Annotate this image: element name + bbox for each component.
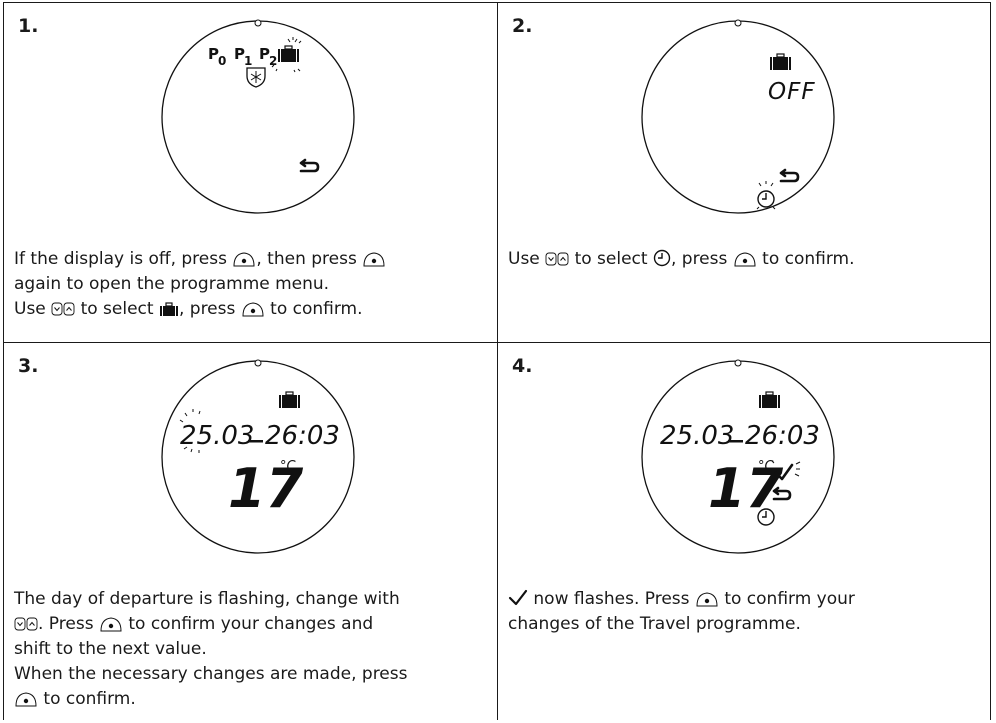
temperature-readout: 17	[228, 457, 304, 520]
svg-text:2: 2	[269, 54, 277, 68]
step-1-instructions: If the display is off, press , then pres…	[14, 247, 386, 322]
frost-protection-icon	[246, 67, 266, 88]
flashing-indicator-icon	[768, 460, 801, 477]
return-icon	[299, 158, 320, 173]
flashing-indicator-icon	[179, 409, 201, 453]
step-2-instructions: Use to select , press to confirm.	[508, 249, 855, 269]
programme-p2-indicator: P 2	[259, 45, 277, 68]
svg-text:P: P	[208, 45, 219, 63]
step-3-instructions: The day of departure is flashing, change…	[14, 589, 408, 709]
ok-button-icon	[233, 252, 255, 267]
thermostat-display-step-4: 25.03 26:03 17 °C	[641, 359, 835, 554]
thermostat-display-step-1: P 0 P 1 P 2	[161, 19, 355, 214]
clock-icon	[757, 508, 775, 526]
ok-button-icon	[363, 252, 385, 267]
return-icon	[779, 168, 800, 183]
suitcase-icon	[759, 391, 780, 408]
step-number: 3.	[18, 355, 39, 377]
step-1-panel: 1. P 0 P 1 P 2	[3, 2, 498, 343]
temperature-readout: 17	[708, 457, 784, 520]
up-down-buttons-icon	[545, 252, 569, 266]
programme-p1-indicator: P 1	[234, 45, 252, 68]
ok-button-icon	[242, 302, 264, 317]
svg-text:P: P	[234, 45, 245, 63]
thermostat-display-step-2: OFF	[641, 19, 835, 214]
return-date: 26:03	[265, 421, 340, 451]
ok-button-icon	[734, 252, 756, 267]
date-range-separator	[248, 440, 263, 443]
return-date: 26:03	[745, 421, 820, 451]
suitcase-icon	[278, 45, 299, 62]
departure-date: 25.03	[180, 421, 254, 451]
clock-icon	[757, 190, 775, 208]
temperature-unit: °C	[280, 459, 297, 474]
suitcase-icon	[279, 391, 300, 408]
programme-p0-indicator: P 0	[208, 45, 226, 68]
svg-text:1: 1	[244, 54, 252, 68]
step-2-panel: 2. OFF Use to select , press to conf	[497, 2, 991, 343]
flashing-indicator-icon	[271, 37, 302, 73]
suitcase-icon	[159, 302, 178, 316]
departure-date: 25.03	[660, 421, 734, 451]
status-readout: OFF	[768, 79, 816, 105]
step-4-panel: 4. 25.03 26:03 17 °C	[497, 342, 991, 720]
checkmark-icon	[508, 589, 528, 606]
up-down-buttons-icon	[14, 617, 38, 631]
svg-text:0: 0	[218, 54, 226, 68]
up-down-buttons-icon	[51, 302, 75, 316]
svg-text:P: P	[259, 45, 270, 63]
ok-button-icon	[696, 592, 718, 607]
flashing-indicator-icon	[756, 181, 776, 210]
ok-button-icon	[100, 617, 122, 632]
clock-icon	[653, 249, 671, 267]
suitcase-icon	[770, 53, 791, 70]
return-icon	[772, 486, 792, 501]
date-range-separator	[728, 440, 743, 443]
step-number: 2.	[512, 15, 533, 37]
ok-button-icon	[15, 692, 37, 707]
step-number: 1.	[18, 15, 39, 37]
checkmark-icon	[774, 463, 794, 481]
temperature-unit: °C	[758, 459, 775, 474]
instruction-grid: 1. P 0 P 1 P 2	[3, 2, 991, 720]
step-number: 4.	[512, 355, 533, 377]
step-3-panel: 3. 25.03 26:03 17 °C The day of departur…	[3, 342, 498, 720]
step-4-instructions: now flashes. Press to confirm your chang…	[508, 589, 855, 634]
thermostat-display-step-3: 25.03 26:03 17 °C	[161, 359, 355, 554]
